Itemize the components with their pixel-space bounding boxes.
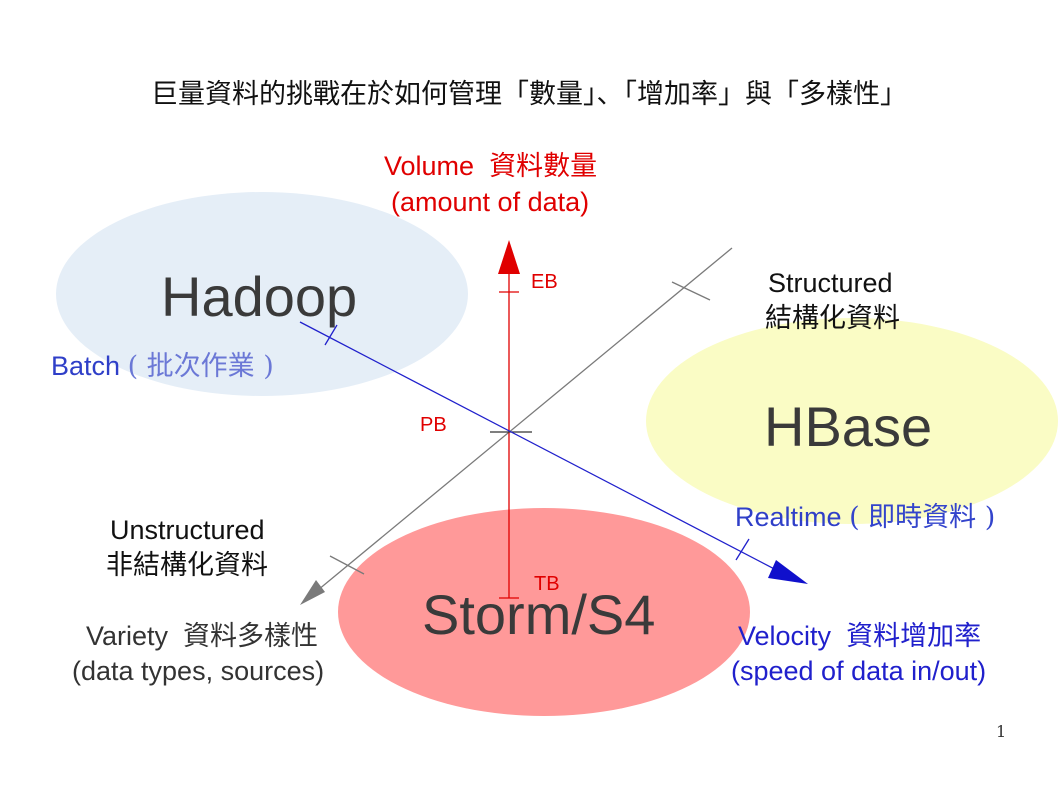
variety-arrowhead	[300, 580, 325, 605]
velocity-arrowhead	[768, 560, 808, 584]
batch-label-zh: ( 批次作業 )	[127, 351, 274, 382]
variety-desc: (data types, sources)	[72, 656, 325, 686]
realtime-label: Realtime ( 即時資料 )	[735, 499, 995, 536]
hadoop-label: Hadoop	[161, 265, 358, 328]
batch-tick	[324, 324, 338, 346]
realtime-tick	[735, 538, 750, 561]
volume-label: Volume 資料數量	[384, 148, 597, 185]
realtime-label-zh: ( 即時資料 )	[849, 502, 996, 533]
structured-label-zh: 結構化資料	[765, 303, 900, 334]
volume-label-zh: 資料數量	[489, 151, 598, 182]
variety-label-zh: 資料多樣性	[183, 621, 319, 652]
volume-label-en: Volume	[384, 151, 475, 181]
page-number: 1	[996, 722, 1007, 741]
hbase-label: HBase	[764, 395, 933, 458]
unstructured-label-en: Unstructured	[110, 515, 265, 545]
velocity-label: Velocity 資料增加率	[738, 618, 981, 655]
unstructured-tick	[329, 555, 365, 575]
storm-ellipse	[338, 508, 750, 716]
structured-label-en: Structured	[768, 268, 893, 298]
batch-label: Batch ( 批次作業 )	[51, 348, 274, 385]
velocity-label-zh: 資料增加率	[846, 621, 982, 652]
velocity-label-en: Velocity	[738, 621, 832, 651]
velocity-desc: (speed of data in/out)	[731, 656, 987, 686]
storm-label: Storm/S4	[422, 583, 656, 646]
tb-tick-label: TB	[534, 573, 560, 595]
velocity-axis	[299, 321, 785, 575]
variety-label-en: Variety	[86, 621, 169, 651]
slide-title: 巨量資料的挑戰在於如何管理「數量」、「增加率」與「多樣性」	[151, 79, 907, 110]
variety-label: Variety 資料多樣性	[86, 618, 318, 655]
hbase-ellipse	[646, 318, 1058, 524]
structured-tick	[671, 281, 711, 301]
unstructured-label-zh: 非結構化資料	[106, 550, 268, 581]
pb-tick-label: PB	[420, 414, 447, 436]
realtime-label-en: Realtime	[735, 502, 842, 532]
variety-axis	[317, 247, 733, 591]
volume-desc: (amount of data)	[391, 187, 590, 217]
batch-label-en: Batch	[51, 351, 121, 381]
eb-tick-label: EB	[531, 271, 558, 293]
volume-arrowhead	[498, 240, 520, 274]
hadoop-ellipse	[56, 192, 468, 396]
